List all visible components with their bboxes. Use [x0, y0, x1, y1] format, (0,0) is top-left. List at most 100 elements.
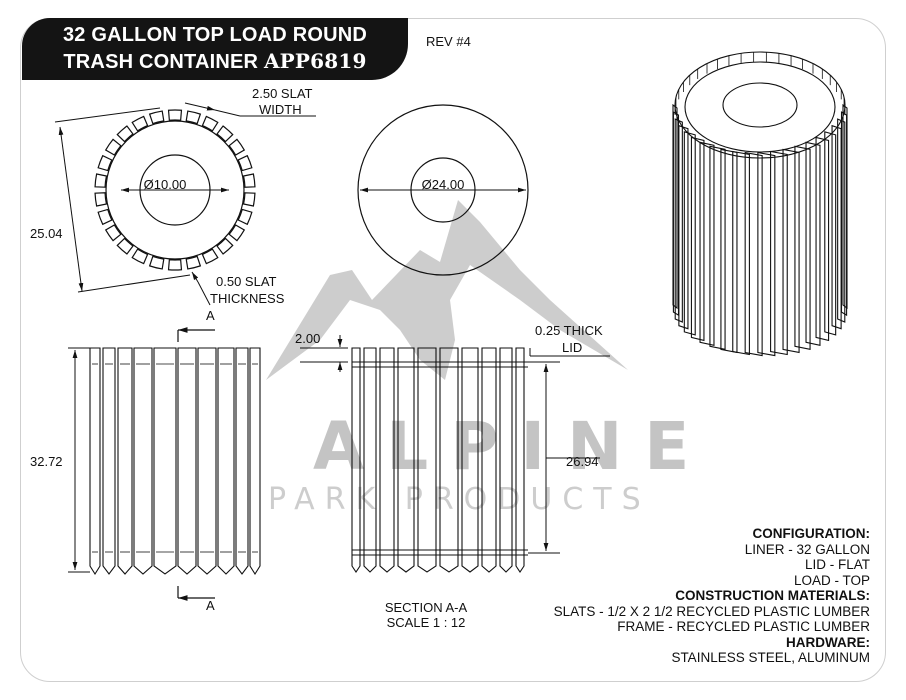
front-slat	[133, 347, 153, 575]
slat-profile	[167, 109, 183, 121]
section-slat	[363, 347, 377, 573]
note-line: HARDWARE:	[786, 634, 870, 650]
iso-slat	[842, 103, 848, 310]
front-slat	[153, 347, 177, 575]
note-line: SLATS - 1/2 X 2 1/2 RECYCLED PLASTIC LUM…	[553, 603, 870, 619]
part-number: APP6819	[263, 49, 367, 73]
slat-profile	[131, 115, 149, 132]
top-view-liner-circle	[105, 120, 245, 260]
front-elevation	[89, 347, 261, 576]
front-slat	[197, 347, 217, 575]
slat-profile	[94, 192, 108, 207]
note-line: LOAD - TOP	[793, 572, 870, 588]
title-line-2-text: TRASH CONTAINER	[63, 51, 264, 73]
slat-profile	[228, 138, 246, 156]
slat-profile	[237, 154, 253, 172]
section-slat	[439, 347, 459, 573]
section-mark-top: A	[206, 308, 215, 323]
section-slat	[461, 347, 479, 573]
title-block: 32 GALLON TOP LOAD ROUND TRASH CONTAINER…	[22, 18, 408, 80]
section-slat	[351, 347, 361, 573]
section-slat	[379, 347, 395, 573]
section-slat	[499, 347, 513, 573]
slat-profile	[185, 255, 202, 270]
iso-slat	[709, 145, 726, 350]
iso-lid-opening	[722, 82, 798, 128]
section-slat	[397, 347, 415, 573]
section-caption: SECTION A-A SCALE 1 : 12	[366, 600, 486, 630]
front-slat	[235, 347, 249, 575]
top-view-slats	[94, 109, 256, 271]
slat-profile	[237, 208, 253, 226]
iso-slat	[824, 131, 837, 336]
slat-width-label-2: WIDTH	[259, 102, 302, 117]
section-scale: SCALE 1 : 12	[386, 615, 466, 630]
section-slat	[481, 347, 497, 573]
top-view-dimensions	[54, 102, 316, 306]
liner-height-label: 26.94	[566, 454, 599, 469]
title-line-1: 32 GALLON TOP LOAD ROUND	[62, 24, 368, 46]
iso-slat	[837, 118, 846, 323]
section-view	[351, 347, 528, 573]
slat-profile	[97, 154, 113, 172]
front-slat	[249, 347, 261, 576]
slat-profile	[228, 224, 246, 242]
outer-diameter-label: 25.04	[30, 226, 63, 241]
isometric-view	[672, 51, 848, 357]
front-slat	[177, 347, 197, 575]
front-slat	[217, 347, 235, 575]
slat-profile	[242, 192, 256, 207]
lid-view	[357, 104, 529, 276]
lid-thickness-label-1: 0.25 THICK	[535, 323, 603, 338]
front-slat	[89, 347, 101, 576]
slat-profile	[201, 248, 219, 265]
iso-slat	[672, 111, 680, 317]
iso-slat	[840, 111, 848, 317]
slat-profile	[94, 173, 108, 188]
section-view-slats	[351, 347, 525, 573]
iso-slat	[770, 150, 788, 356]
iso-slat	[690, 136, 705, 342]
slat-profile	[201, 115, 219, 132]
note-line: LID - FLAT	[804, 557, 870, 572]
section-view-dimensions	[300, 335, 610, 554]
note-line: CONFIGURATION:	[752, 526, 871, 541]
slat-profile	[216, 237, 234, 255]
lid-diameter-label: Ø24.00	[422, 177, 465, 192]
iso-slat	[815, 136, 830, 342]
iso-slat	[699, 141, 715, 346]
slat-profile	[167, 259, 183, 271]
iso-slat	[805, 141, 821, 346]
iso-slat	[732, 150, 750, 356]
slat-profile	[185, 110, 202, 125]
note-line: LINER - 32 GALLON	[744, 541, 870, 557]
slat-profile	[104, 224, 122, 242]
iso-slat	[744, 151, 763, 357]
front-elevation-slats	[89, 347, 261, 576]
slat-profile	[242, 173, 256, 188]
slat-width-label-1: 2.50 SLAT	[252, 86, 313, 101]
iso-slat	[831, 124, 842, 330]
iso-slat	[683, 131, 696, 336]
notes-block: CONFIGURATION: LINER - 32 GALLON LID - F…	[554, 526, 870, 666]
watermark-subtitle: PARK PRODUCTS	[268, 482, 651, 517]
front-slat	[117, 347, 133, 575]
height-label: 32.72	[30, 454, 63, 469]
lid-thickness-label-2: LID	[562, 340, 582, 355]
watermark-mountain-logo	[266, 200, 628, 380]
iso-slat	[674, 118, 683, 323]
slat-profile	[148, 255, 165, 270]
drawing-sheet-border	[20, 18, 886, 682]
iso-slat	[794, 145, 811, 350]
slat-profile	[216, 125, 234, 143]
section-mark-bottom: A	[206, 598, 215, 613]
inner-diameter-label: Ø10.00	[144, 177, 187, 192]
front-elevation-dimensions	[68, 327, 215, 601]
iso-top-rim-inner	[684, 61, 836, 153]
front-slat	[102, 347, 116, 575]
iso-slats	[672, 52, 848, 357]
slat-profile	[116, 125, 134, 143]
slat-profile	[116, 237, 134, 255]
note-line: CONSTRUCTION MATERIALS:	[675, 588, 870, 603]
